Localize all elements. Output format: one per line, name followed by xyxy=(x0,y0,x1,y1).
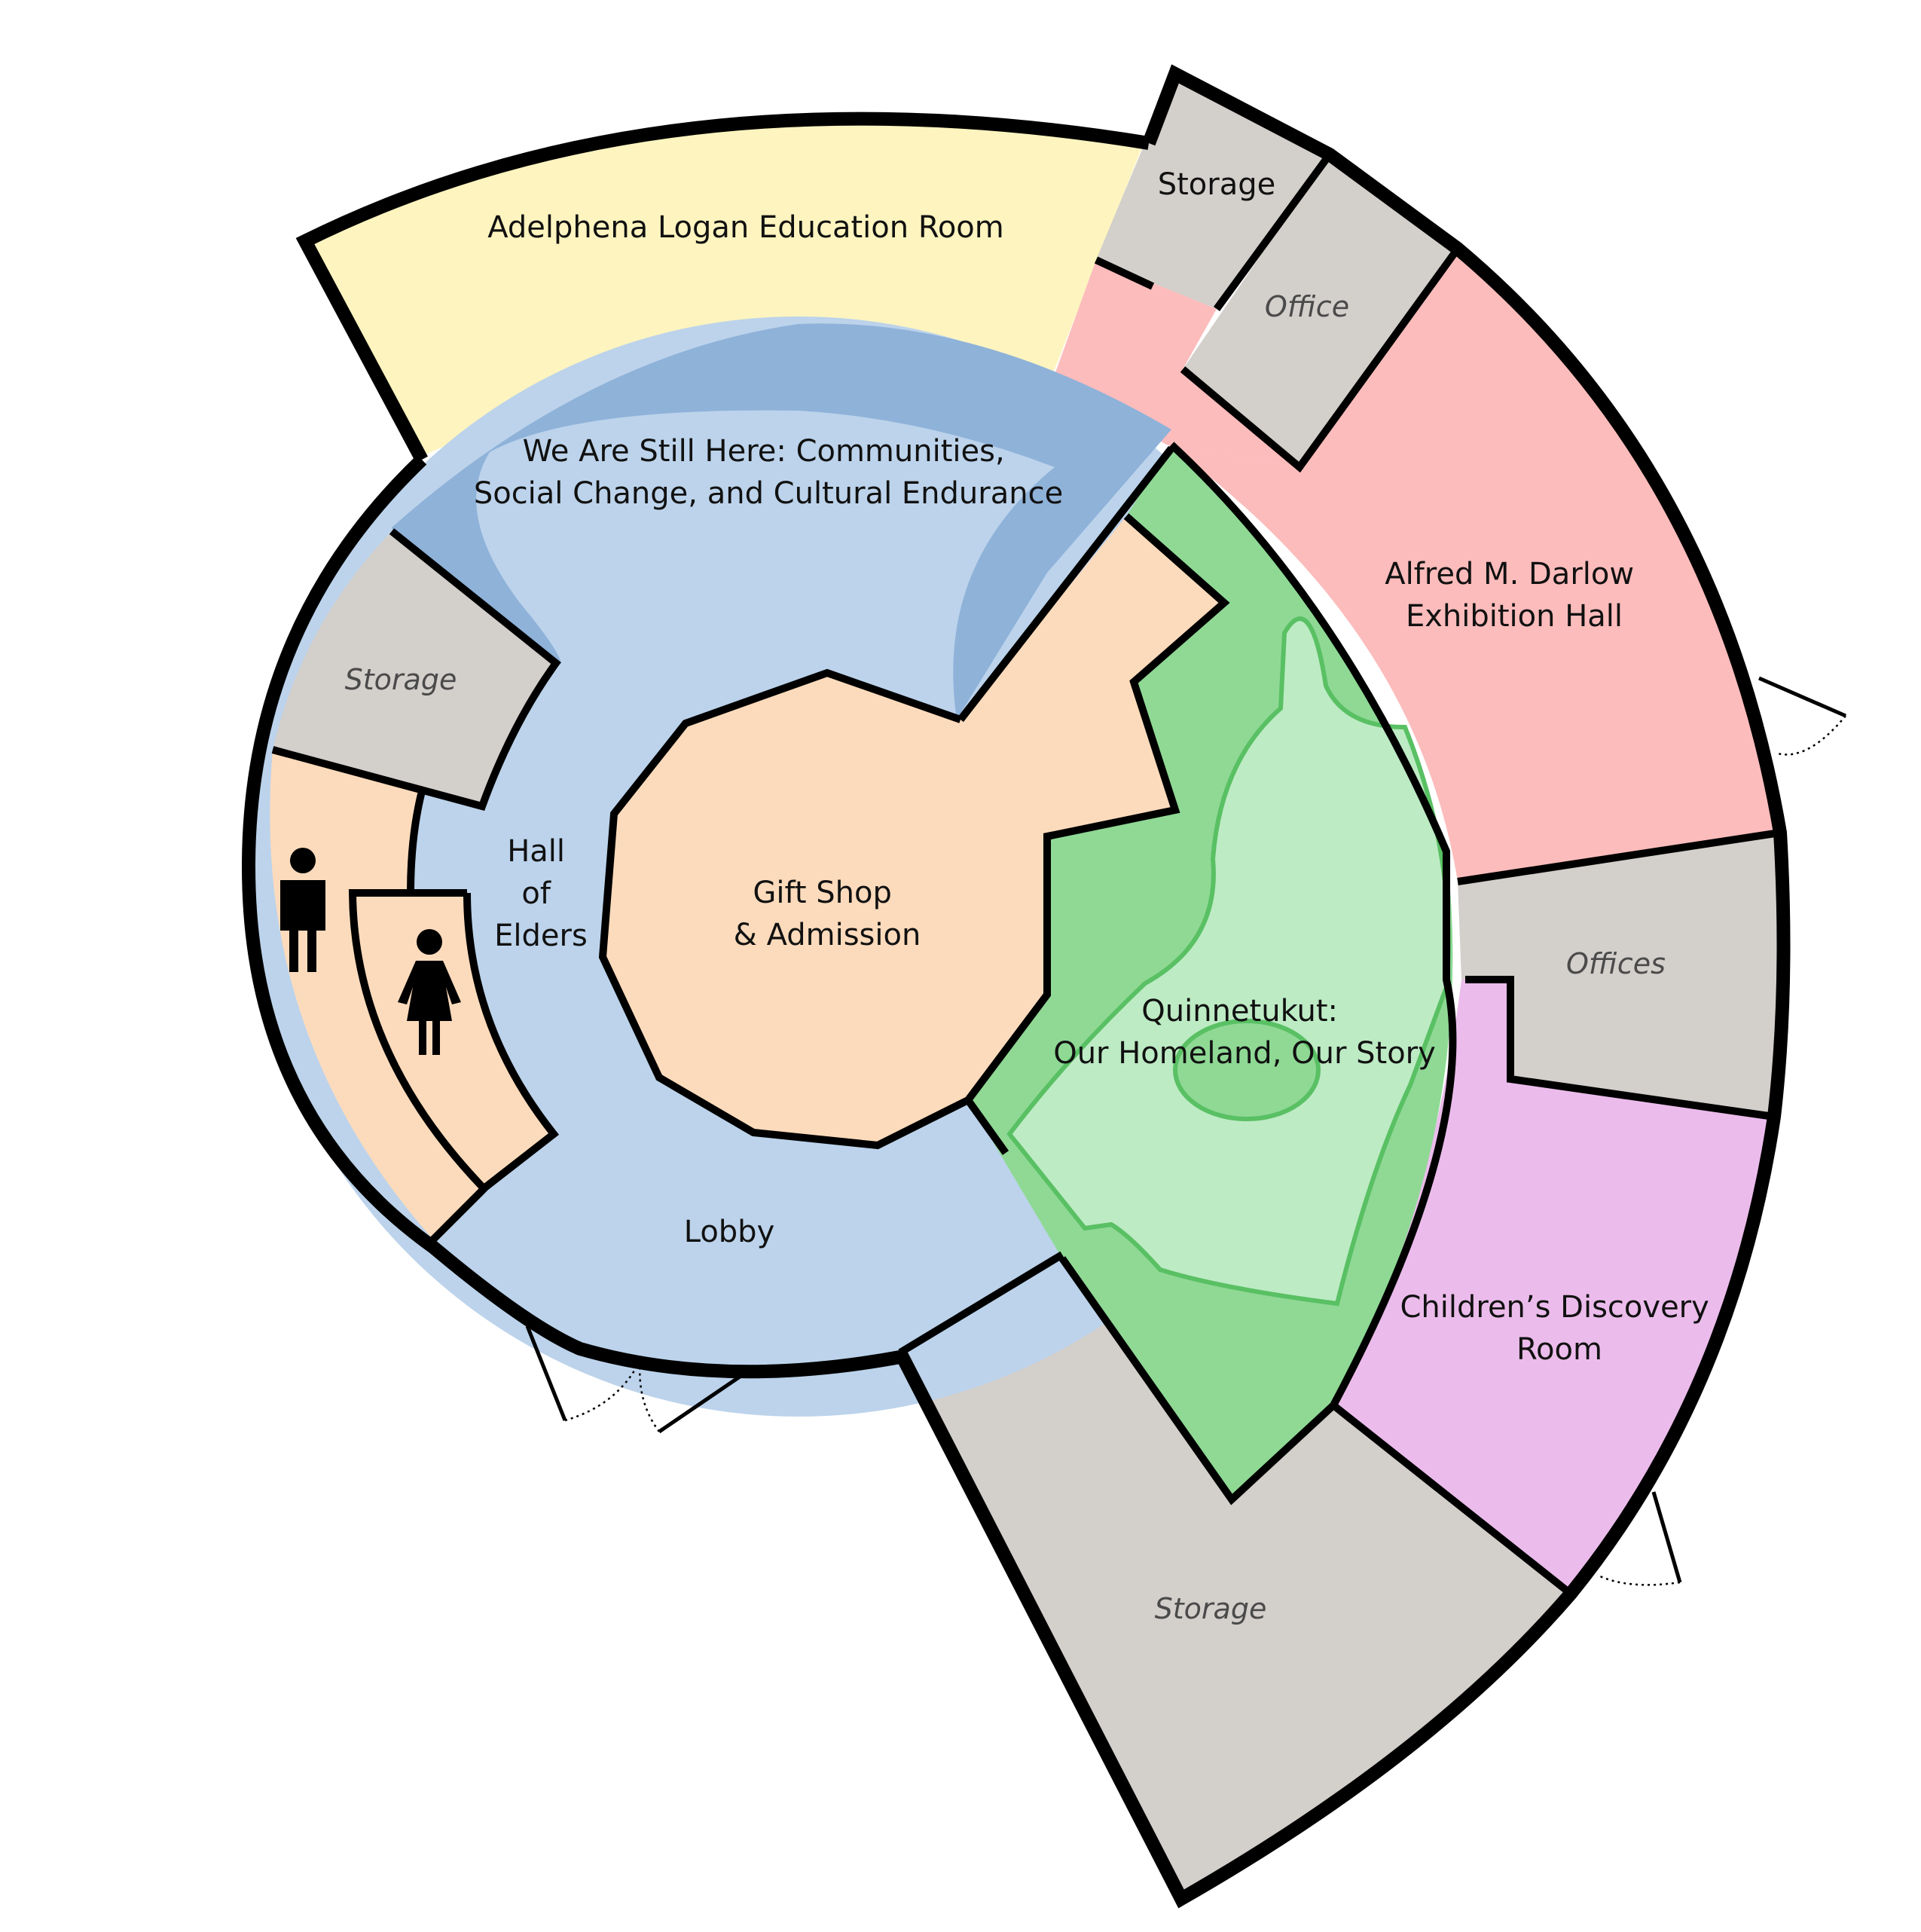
label-quinnetukut: Quinnetukut: Our Homeland, Our Story xyxy=(1053,994,1436,1071)
exhibition-hall-room[interactable] xyxy=(1168,249,1778,882)
label-childrens-room: Children’s Discovery Room xyxy=(1400,1290,1718,1367)
mens-restroom[interactable] xyxy=(270,750,486,1240)
door-lobby-right-leaf[interactable] xyxy=(658,1373,744,1434)
label-storage-left: Storage xyxy=(345,663,457,696)
quinnetukut-center-island[interactable] xyxy=(1173,1019,1321,1121)
label-exhibition-hall: Alfred M. Darlow Exhibition Hall xyxy=(1385,557,1644,634)
door-children-swing xyxy=(1596,1573,1681,1586)
storage-room-left[interactable] xyxy=(273,531,556,806)
office-room-top[interactable] xyxy=(1183,154,1458,467)
entry-corridor-pink[interactable] xyxy=(1055,260,1300,467)
wall-storage-office-top xyxy=(1213,152,1333,311)
label-hall-of-elders: Hall of Elders xyxy=(494,834,588,953)
wall-quinnetukut-right xyxy=(1058,442,1457,1506)
door-right-leaf[interactable] xyxy=(1758,676,1846,718)
label-we-are-still-here: We Are Still Here: Communities, Social C… xyxy=(474,434,1063,511)
wall-lobby-bottom xyxy=(898,1251,1064,1356)
education-room-wall xyxy=(295,112,1150,463)
wall-restrooms xyxy=(348,790,560,1243)
women-restroom-icon xyxy=(398,929,461,1055)
wall-offices-children xyxy=(1465,976,1775,1120)
label-storage-bottom: Storage xyxy=(1155,1592,1267,1625)
label-offices-right: Offices xyxy=(1566,947,1666,980)
label-education-room: Adelphena Logan Education Room xyxy=(487,210,1004,245)
label-lobby: Lobby xyxy=(684,1215,775,1249)
womens-restroom[interactable] xyxy=(353,893,554,1187)
wall-storage-left xyxy=(271,528,561,812)
storage-room-bottom[interactable] xyxy=(900,1258,1571,1899)
door-children-leaf[interactable] xyxy=(1651,1491,1682,1583)
wall-gift-shop xyxy=(598,445,1230,1155)
wall-children-storage xyxy=(1330,1402,1574,1597)
wall-exhibition-offices xyxy=(1457,829,1781,885)
label-storage-top: Storage xyxy=(1158,167,1276,202)
we-are-still-here-exhibit[interactable] xyxy=(392,323,1171,738)
outer-wall-ring xyxy=(241,454,906,1379)
door-right-swing xyxy=(1777,715,1846,756)
gift-shop-room[interactable] xyxy=(603,516,1224,1145)
label-gift-shop: Gift Shop & Admission xyxy=(734,876,921,952)
wall-office-top-bottom xyxy=(1180,246,1461,473)
door-lobby-left-leaf[interactable] xyxy=(525,1325,567,1421)
offices-room-right[interactable] xyxy=(1458,833,1784,1117)
wall-storage-top-bottom xyxy=(1094,256,1155,290)
men-restroom-icon xyxy=(280,848,325,972)
education-room[interactable] xyxy=(305,117,1145,460)
door-lobby-right-swing xyxy=(639,1359,661,1432)
label-office-top: Office xyxy=(1265,290,1349,323)
